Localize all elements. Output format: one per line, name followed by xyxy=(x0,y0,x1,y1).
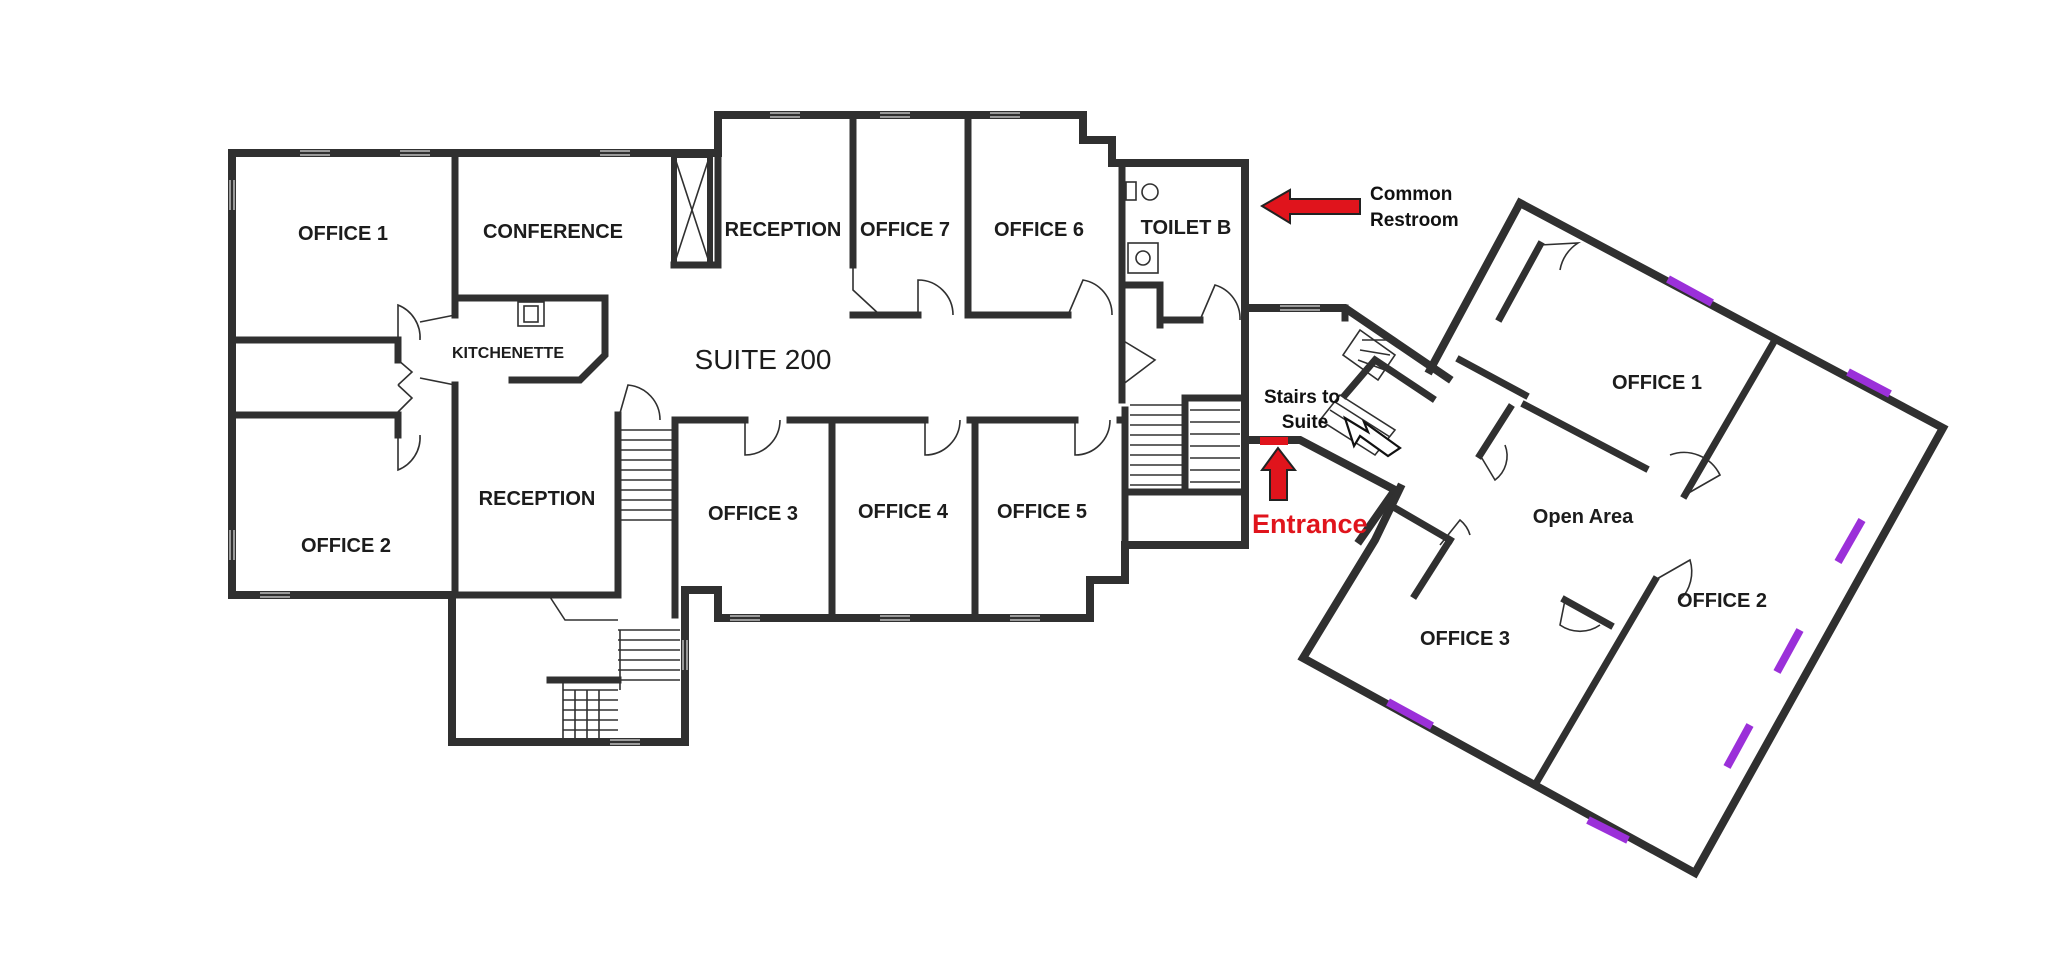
label-office-5: OFFICE 5 xyxy=(997,501,1087,523)
windows xyxy=(229,112,1040,745)
wall xyxy=(1424,197,1526,376)
stairs-text-line2: Suite xyxy=(1282,412,1328,433)
label-office-3: OFFICE 3 xyxy=(708,503,798,525)
wall xyxy=(1340,355,1437,403)
annotation-labels: Common Restroom Stairs to Suite Entrance xyxy=(1252,184,1459,539)
entrance-arrow xyxy=(1260,446,1298,501)
right-building xyxy=(1297,197,1949,879)
room-labels: OFFICE 1 CONFERENCE KITCHENETTE RECEPTIO… xyxy=(298,217,1767,650)
wall xyxy=(1495,240,1545,323)
wall xyxy=(1455,355,1530,400)
label-right-office-2: OFFICE 2 xyxy=(1677,590,1767,612)
wall xyxy=(1560,595,1615,630)
label-right-office-1: OFFICE 1 xyxy=(1612,372,1702,394)
door-swings-right xyxy=(1439,242,1722,632)
left-building xyxy=(228,111,1249,746)
left-building-outer-wall xyxy=(228,111,1249,746)
right-building-outer-wall xyxy=(1297,197,1949,879)
wall xyxy=(1410,535,1455,600)
common-restroom-text-line2: Restroom xyxy=(1370,210,1459,231)
label-reception-upper: RECEPTION xyxy=(725,219,842,241)
label-open-area: Open Area xyxy=(1533,506,1634,528)
label-right-office-3: OFFICE 3 xyxy=(1420,628,1510,650)
label-office-1: OFFICE 1 xyxy=(298,223,388,245)
label-reception-lower: RECEPTION xyxy=(479,488,596,510)
stairs-arrow xyxy=(1343,415,1402,458)
kitchenette-counter xyxy=(451,294,609,384)
stairs-right xyxy=(1130,404,1240,486)
label-suite-200: SUITE 200 xyxy=(695,344,832,375)
wall xyxy=(1475,403,1515,460)
purple-windows xyxy=(1386,275,1892,844)
entrance-text: Entrance xyxy=(1252,509,1368,539)
stairs-text-line1: Stairs to xyxy=(1264,387,1340,408)
label-office-7: OFFICE 7 xyxy=(860,219,950,241)
wall xyxy=(1680,335,1780,500)
label-conference: CONFERENCE xyxy=(483,221,623,243)
common-restroom-arrow xyxy=(1260,188,1361,225)
wall xyxy=(1520,400,1650,473)
wall xyxy=(1530,575,1660,790)
label-office-2: OFFICE 2 xyxy=(301,535,391,557)
label-office-6: OFFICE 6 xyxy=(994,219,1084,241)
stairs-lower xyxy=(549,429,680,742)
toilet-icon xyxy=(1141,183,1159,201)
door-swings xyxy=(397,265,1241,472)
wall xyxy=(1118,281,1164,329)
sink-icon xyxy=(1127,242,1159,274)
label-office-4: OFFICE 4 xyxy=(858,501,949,523)
label-toilet-b: TOILET B xyxy=(1141,217,1232,239)
label-kitchenette: KITCHENETTE xyxy=(452,345,564,362)
wall xyxy=(1390,503,1455,545)
sink-icon xyxy=(517,301,545,327)
common-restroom-text-line1: Common xyxy=(1370,184,1452,205)
entrance-marker xyxy=(1260,437,1288,445)
